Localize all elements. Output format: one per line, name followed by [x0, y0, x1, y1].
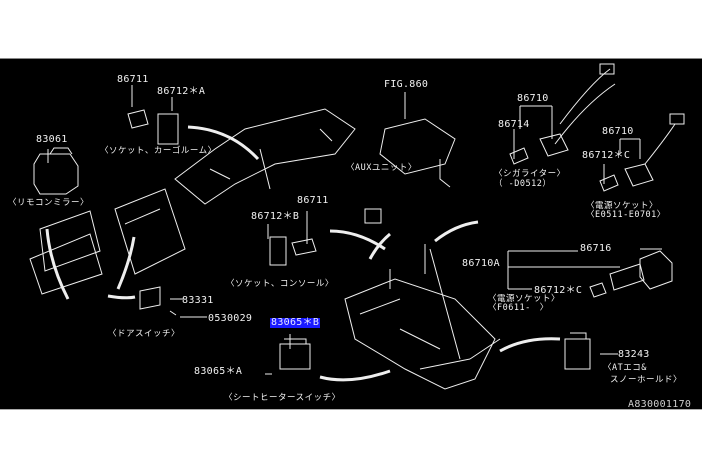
part-86716[interactable]: 86716 [580, 243, 612, 254]
part-86710a[interactable]: 86710A [462, 258, 500, 269]
part-0530029[interactable]: 0530029 [208, 313, 253, 324]
caption-socket-cargo: 〈ソケット、カーゴルーム〉 [100, 146, 217, 156]
part-83061[interactable]: 83061 [36, 134, 68, 145]
drawing-code: A830001170 [628, 399, 692, 410]
part-86710-power[interactable]: 86710 [602, 126, 634, 137]
part-83065-b-selected[interactable]: 83065＊B [270, 317, 321, 328]
caption-at-eco: 〈ATエコ& [603, 363, 647, 373]
part-86710-cigar[interactable]: 86710 [517, 93, 549, 104]
part-83065-a[interactable]: 83065＊A [194, 366, 243, 377]
part-86711-console[interactable]: 86711 [297, 195, 329, 206]
parts-diagram: 86711 86712＊A 83061 〈ソケット、カーゴルーム〉 〈リモコンミ… [0, 58, 702, 410]
part-83331[interactable]: 83331 [182, 295, 214, 306]
diagram-drawing [29, 63, 685, 390]
caption-power-socket-2-range: 〈F0611- 〉 [488, 303, 549, 313]
part-86711-cargo[interactable]: 86711 [117, 74, 149, 85]
caption-seat-heater-switch: 〈シートヒータースイッチ〉 [224, 393, 341, 403]
caption-power-socket-range: 〈E0511-E0701〉 [586, 210, 666, 220]
part-86712-c-2[interactable]: 86712＊C [534, 285, 583, 296]
caption-door-switch: 〈ドアスイッチ〉 [108, 329, 181, 339]
part-86712-c-1[interactable]: 86712＊C [582, 150, 631, 161]
caption-aux-unit: 〈AUXユニット〉 [346, 163, 417, 173]
caption-snow-hold: スノーホールド〉 [610, 375, 683, 385]
caption-socket-console: 〈ソケット、コンソール〉 [226, 279, 334, 289]
part-86712-b[interactable]: 86712＊B [251, 211, 300, 222]
caption-cigar-range: （ -D0512） [494, 179, 552, 189]
caption-power-socket-2: 〈電源ソケット〉 [488, 294, 561, 304]
caption-power-socket: 〈電源ソケット〉 [586, 201, 659, 211]
part-83243[interactable]: 83243 [618, 349, 650, 360]
part-86712-a[interactable]: 86712＊A [157, 86, 206, 97]
caption-cigar-lighter: 〈シガライター〉 [494, 169, 566, 179]
fig-860-link[interactable]: FIG.860 [384, 79, 429, 90]
part-86714[interactable]: 86714 [498, 119, 530, 130]
caption-remote-mirror: 〈リモコンミラー〉 [8, 198, 90, 208]
